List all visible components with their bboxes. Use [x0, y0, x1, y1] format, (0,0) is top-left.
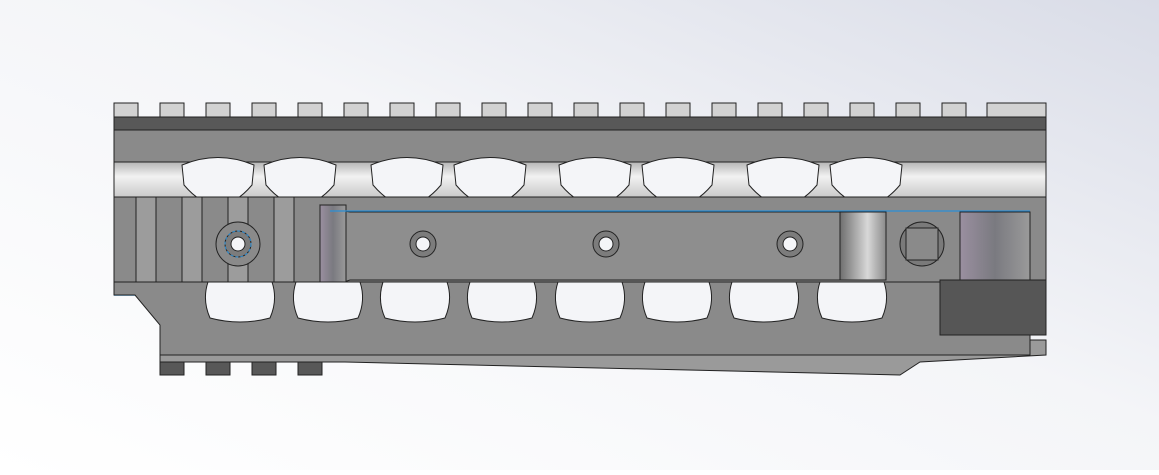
top-rail-end: [986, 102, 1047, 118]
top-rail-tooth: [573, 102, 599, 118]
side-rail-rib: [273, 196, 295, 296]
top-rail-tooth: [665, 102, 691, 118]
lower-vent-slot: [204, 281, 276, 323]
lower-vent-slot: [466, 281, 538, 323]
lower-vent-slot: [728, 281, 800, 323]
top-rail-tooth: [297, 102, 323, 118]
top-rail-tooth: [481, 102, 507, 118]
screw-hole: [598, 236, 614, 252]
bottom-rail-tooth: [159, 361, 185, 376]
barrel-nut: [959, 211, 1031, 281]
screw-hole: [230, 236, 246, 252]
top-rail-tooth: [435, 102, 461, 118]
bottom-rail-tooth: [297, 361, 323, 376]
lower-vent-slot: [292, 281, 364, 323]
top-rail-tooth: [251, 102, 277, 118]
middle-recess: [319, 204, 841, 291]
right-cylinder: [839, 211, 887, 281]
side-rail-rib: [135, 196, 157, 296]
square-nut: [905, 227, 939, 261]
screw-hole: [782, 236, 798, 252]
lower-vent-slot: [554, 281, 626, 323]
lower-vent-slot: [816, 281, 888, 323]
top-rail-base: [113, 116, 1047, 132]
top-rail-tooth: [389, 102, 415, 118]
lower-vent-slot: [641, 281, 713, 323]
top-rail-tooth: [205, 102, 231, 118]
top-rail-tooth: [803, 102, 829, 118]
top-rail-tooth: [113, 102, 139, 118]
top-rail-tooth: [895, 102, 921, 118]
lower-vent-slot: [379, 281, 451, 323]
end-block: [939, 279, 1047, 336]
top-rail-tooth: [757, 102, 783, 118]
bottom-rail-tooth: [205, 361, 231, 376]
side-rail-rib: [181, 196, 203, 296]
top-rail-tooth: [527, 102, 553, 118]
recess-fillet: [319, 204, 347, 291]
top-rail-tooth: [619, 102, 645, 118]
bottom-rail-tooth: [251, 361, 277, 376]
screw-hole: [415, 236, 431, 252]
upper-body: [113, 129, 1047, 163]
top-rail-tooth: [159, 102, 185, 118]
top-rail-tooth: [849, 102, 875, 118]
top-rail-tooth: [941, 102, 967, 118]
top-rail-tooth: [343, 102, 369, 118]
top-rail-tooth: [711, 102, 737, 118]
selected-hole-edge: [224, 230, 252, 258]
